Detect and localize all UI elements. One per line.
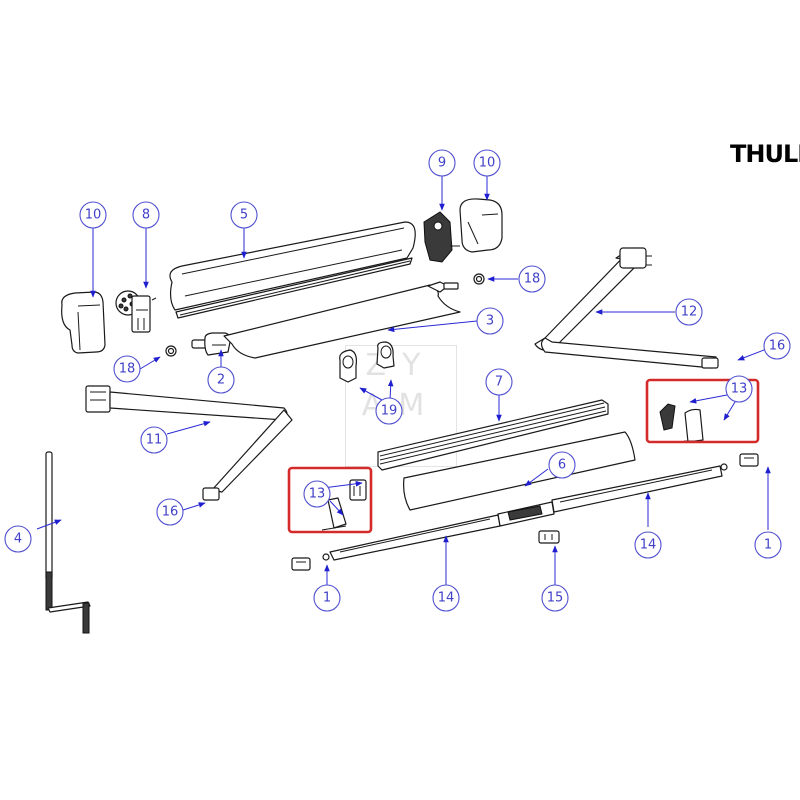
part-front-profile[interactable]	[377, 399, 609, 471]
callout-label: 13	[309, 487, 326, 502]
callout-label: 18	[524, 272, 541, 287]
callout-label: 11	[146, 433, 163, 448]
callout-19[interactable]: 19	[375, 397, 403, 425]
callout-9[interactable]: 9	[428, 149, 456, 177]
callout-label: 1	[764, 538, 772, 553]
part-bushing-right[interactable]	[473, 273, 485, 285]
callout-label: 14	[438, 591, 455, 606]
part-center-connector[interactable]	[538, 530, 560, 544]
part-end-cap-left[interactable]	[61, 291, 106, 354]
callout-1-right[interactable]: 1	[754, 531, 782, 559]
callout-8[interactable]: 8	[132, 201, 160, 229]
callout-label: 19	[381, 404, 398, 419]
part-end-slider-right[interactable]	[739, 453, 759, 467]
callout-label: 16	[162, 505, 179, 520]
callout-label: 12	[681, 305, 698, 320]
part-cassette-housing[interactable]	[169, 221, 416, 319]
callout-label: 8	[142, 208, 150, 223]
part-arm-right[interactable]	[534, 247, 719, 369]
callout-label: 9	[438, 156, 446, 171]
callout-5[interactable]: 5	[230, 201, 258, 229]
part-end-slider-left[interactable]	[291, 557, 311, 571]
highlight-box-right	[645, 378, 760, 444]
callout-label: 4	[14, 532, 22, 547]
callout-13-right[interactable]: 13	[725, 375, 753, 403]
callout-12[interactable]: 12	[675, 298, 703, 326]
callout-3[interactable]: 3	[476, 307, 504, 335]
callout-label: 16	[769, 339, 786, 354]
callout-18-left[interactable]: 18	[113, 355, 141, 383]
callout-13-left[interactable]: 13	[303, 480, 331, 508]
callout-16-right[interactable]: 16	[763, 332, 791, 360]
callout-label: 7	[495, 375, 503, 390]
callout-11[interactable]: 11	[140, 426, 168, 454]
part-end-bracket-right[interactable]	[423, 211, 460, 263]
part-end-cap-right[interactable]	[459, 198, 503, 253]
callout-2[interactable]: 2	[207, 366, 235, 394]
callout-label: 6	[558, 458, 566, 473]
callout-16-left[interactable]: 16	[156, 498, 184, 526]
callout-7[interactable]: 7	[485, 368, 513, 396]
part-end-cover-set-right[interactable]	[659, 403, 704, 443]
callout-label: 3	[486, 314, 494, 329]
callout-label: 18	[119, 362, 136, 377]
part-clips[interactable]	[339, 341, 395, 383]
callout-label: 1	[323, 591, 331, 606]
brand-logo: THULE	[730, 140, 800, 168]
callout-label: 15	[547, 591, 564, 606]
callout-4[interactable]: 4	[4, 525, 32, 553]
part-lead-bar[interactable]	[322, 463, 728, 561]
leader-lines	[36, 176, 771, 586]
callout-18-right[interactable]: 18	[518, 265, 546, 293]
callout-label: 10	[479, 156, 496, 171]
callout-label: 2	[217, 373, 225, 388]
callout-6[interactable]: 6	[548, 451, 576, 479]
part-roller-tube[interactable]	[191, 332, 232, 356]
callout-15[interactable]: 15	[541, 584, 569, 612]
callout-1-left[interactable]: 1	[313, 584, 341, 612]
callout-14-left[interactable]: 14	[432, 584, 460, 612]
highlight-box-left	[287, 466, 373, 534]
callout-label: 13	[731, 382, 748, 397]
part-bushing-left[interactable]	[165, 345, 177, 357]
callout-label: 5	[240, 208, 248, 223]
callout-10-right[interactable]: 10	[473, 149, 501, 177]
callout-14-right[interactable]: 14	[634, 531, 662, 559]
part-drive-mechanism[interactable]	[115, 290, 157, 333]
part-arm-left[interactable]	[85, 385, 293, 501]
part-front-cover[interactable]	[403, 431, 636, 511]
part-fabric[interactable]	[223, 281, 461, 359]
callout-label: 10	[85, 208, 102, 223]
callout-10-left[interactable]: 10	[79, 201, 107, 229]
callout-label: 14	[640, 538, 657, 553]
part-crank-handle[interactable]	[45, 451, 91, 634]
